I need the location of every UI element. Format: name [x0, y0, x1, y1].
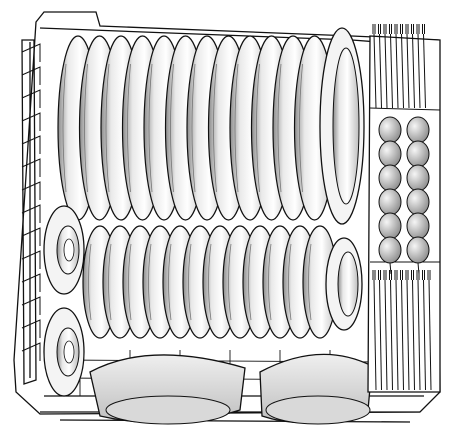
rack-tine: [21, 135, 41, 154]
fork-tines: [411, 270, 414, 280]
fork-tines: [405, 24, 409, 34]
rack-tine: [21, 204, 41, 223]
rack-tine: [21, 158, 41, 177]
basket-foot-rail: [59, 419, 411, 423]
rack-tine: [21, 43, 41, 62]
fork-tines: [405, 270, 409, 280]
fork-tines: [394, 24, 398, 34]
fork-handle: [390, 279, 393, 391]
fork-tines: [416, 270, 420, 280]
fork-tines: [378, 270, 381, 280]
bowl-left: [89, 354, 246, 425]
fork-tines: [372, 24, 376, 34]
spoons-column: [378, 116, 430, 275]
spoon: [378, 236, 402, 275]
fork-handle: [384, 279, 388, 391]
fork-tines: [422, 24, 425, 34]
bowl-right: [259, 353, 373, 425]
spoon: [406, 236, 430, 275]
fork-tines: [389, 270, 392, 280]
large-plates-row: [57, 35, 336, 221]
fork-bundle-bottom: [372, 270, 432, 391]
fork-handle: [395, 33, 399, 109]
fork-handle: [379, 33, 382, 109]
fork-handle: [428, 279, 432, 391]
fork-handle: [395, 279, 399, 391]
rack-tine: [21, 296, 41, 315]
rack-tine: [21, 66, 41, 85]
rack-tine: [21, 112, 41, 131]
fork-handle: [417, 279, 421, 391]
fork-handle: [406, 33, 410, 109]
fork-tines: [378, 24, 381, 34]
fork-bundle-top: [372, 24, 426, 109]
fork-tines: [383, 24, 387, 34]
rack-tine: [21, 273, 41, 292]
side-saucer: [43, 307, 85, 397]
fork-tines: [383, 270, 387, 280]
fork-handle: [412, 33, 415, 109]
rack-tine: [21, 181, 41, 200]
fork-tines: [400, 270, 403, 280]
front-small-plate: [325, 237, 363, 331]
fork-tines: [372, 270, 376, 280]
fork-tines: [422, 270, 425, 280]
side-saucers: [43, 205, 85, 397]
fork-handle: [390, 33, 393, 109]
bottom-bowls: [89, 353, 373, 425]
fork-handle: [384, 33, 388, 109]
small-plates-row: [82, 225, 338, 339]
rack-tine: [21, 250, 41, 269]
fork-handle: [379, 279, 382, 391]
side-saucer: [43, 205, 85, 295]
rack-tine: [21, 342, 41, 361]
fork-tines: [394, 270, 398, 280]
rack-tine: [21, 89, 41, 108]
fork-tines: [427, 270, 431, 280]
rack-tine: [21, 319, 41, 338]
fork-handle: [423, 33, 426, 109]
fork-handle: [423, 279, 426, 391]
rack-tine: [21, 227, 41, 246]
fork-handle: [417, 33, 421, 109]
left-rack-tines: [21, 43, 41, 361]
front-large-plate: [319, 27, 365, 225]
left-rack-rail: [21, 39, 37, 385]
fork-handle: [412, 279, 415, 391]
cutlery-basket: [367, 24, 441, 393]
fork-tines: [400, 24, 403, 34]
fork-tines: [416, 24, 420, 34]
fork-handle: [373, 279, 377, 391]
fork-handle: [401, 279, 404, 391]
fork-handle: [373, 33, 377, 109]
fork-tines: [411, 24, 414, 34]
fork-handle: [401, 33, 404, 109]
fork-tines: [389, 24, 392, 34]
fork-handle: [406, 279, 410, 391]
